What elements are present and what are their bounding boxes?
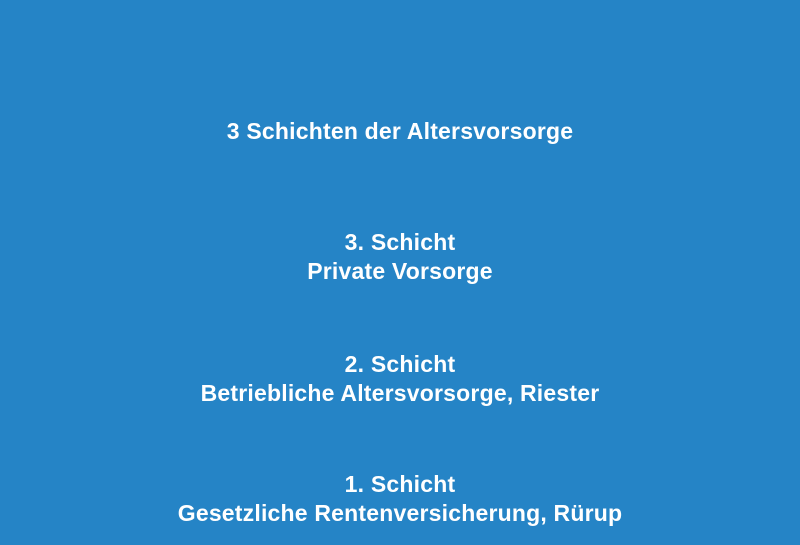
layer-2-description: Betriebliche Altersvorsorge, Riester [200, 380, 600, 406]
layer-1-block: 1. Schicht Gesetzliche Rentenversicherun… [0, 470, 800, 528]
layer-3-heading: 3. Schicht [344, 229, 456, 255]
layer-1-heading: 1. Schicht [344, 471, 456, 497]
layer-2-heading: 2. Schicht [344, 351, 456, 377]
slide-title: 3 Schichten der Altersvorsorge [226, 118, 574, 144]
layer-3-description: Private Vorsorge [307, 258, 493, 284]
layer-3-block: 3. Schicht Private Vorsorge [0, 228, 800, 286]
layer-2-block: 2. Schicht Betriebliche Altersvorsorge, … [0, 350, 800, 408]
layer-1-description: Gesetzliche Rentenversicherung, Rürup [177, 500, 623, 526]
